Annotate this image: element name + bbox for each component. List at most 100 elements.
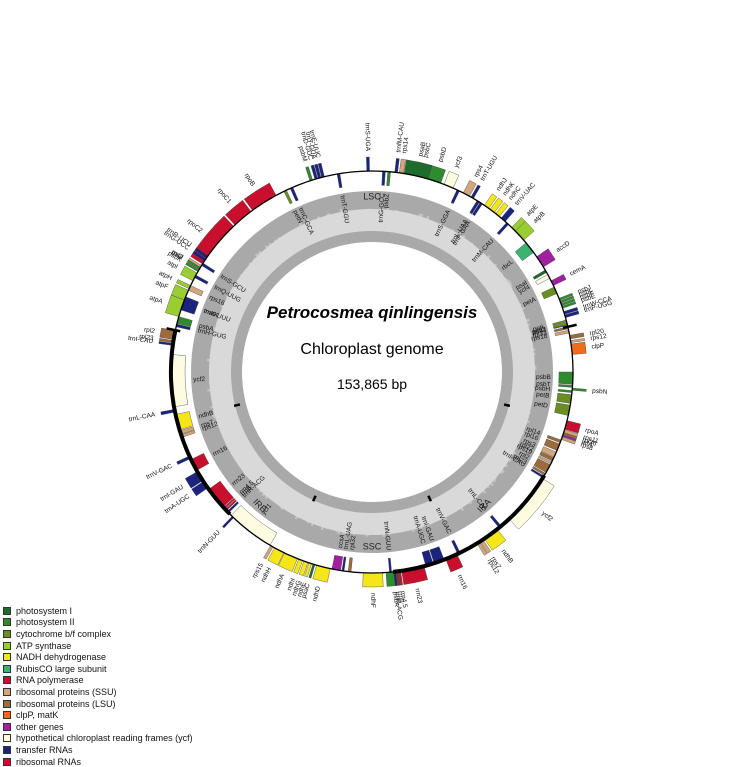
legend-swatch: [3, 722, 11, 731]
gene-block: [366, 156, 370, 172]
gene-label: trnS-UGA: [363, 123, 371, 152]
gene-block: [571, 387, 587, 392]
legend-item: RNA polymerase: [3, 675, 193, 687]
gene-label: rpl2: [518, 450, 531, 462]
genome-subtitle: Chloroplast genome: [300, 341, 444, 358]
gene-label: psaC: [301, 582, 312, 599]
legend-label: photosystem II: [16, 617, 75, 628]
gene-block: [388, 557, 392, 573]
gene-block: [450, 189, 460, 204]
gene-label: ndhF: [369, 593, 376, 608]
gene-label: ndhG: [291, 580, 303, 597]
gene-label: rps18: [531, 333, 549, 343]
legend-item: ribosomal proteins (SSU): [3, 686, 193, 698]
gene-label: ndhE: [296, 581, 308, 598]
gene-label: ndhB: [198, 410, 214, 421]
gene-label: trnfM-CAU: [395, 121, 406, 153]
gene-label: petD: [534, 400, 549, 410]
gene-block: [331, 555, 343, 571]
gene-block: [536, 248, 556, 268]
gene-block: [514, 242, 534, 262]
region-boundary-ticks: [166, 323, 577, 502]
gene-label: psbL: [578, 287, 594, 299]
gene-block: [508, 478, 555, 530]
gene-label: trnG-GCC: [378, 193, 387, 223]
gene-label: ycf2: [193, 376, 206, 384]
gene-label: rpl14: [525, 426, 541, 438]
gene-label: trnR-ACG: [393, 591, 403, 620]
legend-swatch: [3, 676, 11, 685]
gene-label: rpl23: [139, 333, 155, 342]
gene-label: trnL-CAA: [128, 411, 156, 423]
gene-label: rps14: [401, 136, 410, 153]
legend-item: other genes: [3, 721, 193, 733]
gene-label: rps12: [590, 333, 608, 342]
gene-label: ndhD: [312, 585, 323, 602]
legend-label: RNA polymerase: [16, 675, 84, 686]
legend-swatch: [3, 757, 11, 766]
gene-label: psbA: [391, 591, 400, 607]
region-label-lsc: LSC: [363, 191, 381, 201]
gene-label: psbA: [198, 323, 215, 334]
gene-label: cemA: [569, 264, 588, 278]
legend-swatch: [3, 699, 11, 708]
inner-fill-disc: [242, 242, 502, 502]
gene-label: clpP: [591, 342, 604, 350]
legend-item: ATP synthase: [3, 640, 193, 652]
gene-label: accD: [555, 240, 571, 254]
gene-label: infA: [580, 439, 593, 449]
gene-label: psaB: [417, 141, 427, 157]
gene-block: [194, 274, 209, 285]
legend-swatch: [3, 653, 11, 662]
legend-swatch: [3, 618, 11, 627]
gene-label: trnI-CAU: [128, 335, 154, 345]
legend-swatch: [3, 687, 11, 696]
gene-label: petB: [536, 391, 550, 400]
gene-label: psbC: [422, 142, 433, 159]
gene-block: [222, 516, 234, 529]
legend-label: ATP synthase: [16, 640, 72, 651]
gene-label: ccsA: [337, 533, 347, 549]
legend-label: cytochrome b/f complex: [16, 628, 112, 639]
gene-label: rpl32: [349, 535, 358, 551]
legend-label: NADH dehydrogenase: [16, 652, 107, 663]
gene-label: rpoB: [243, 172, 256, 187]
legend-label: ribosomal proteins (SSU): [16, 686, 117, 697]
gene-label: rrn16: [456, 574, 469, 591]
legend-label: RubisCO large subunit: [16, 663, 107, 674]
legend-label: transfer RNAs: [16, 744, 73, 755]
gene-label: rps8: [579, 442, 594, 453]
gene-label: rrn23: [413, 588, 423, 605]
gene-label: atpF: [154, 279, 169, 290]
legend-item: clpP, matK: [3, 709, 193, 721]
legend-item: photosystem I: [3, 605, 193, 617]
gene-label: psbD: [437, 146, 448, 163]
legend-item: hypothetical chloroplast reading frames …: [3, 733, 193, 745]
gene-block: [289, 186, 299, 202]
gene-label: trnN-GUU: [197, 529, 222, 555]
legend-label: clpP, matK: [16, 710, 59, 721]
legend-item: transfer RNAs: [3, 744, 193, 756]
gene-label: ndhI: [286, 577, 297, 591]
species-name: Petrocosmea qinlingensis: [266, 303, 478, 322]
gene-block: [201, 262, 216, 274]
gene-label: petG: [531, 326, 546, 336]
gene-label: trnN-GUU: [382, 521, 392, 551]
gene-label: trnT-GGU: [338, 195, 350, 224]
gene-label: psbT: [536, 380, 551, 388]
gene-block: [496, 222, 509, 236]
gene-label: psbM: [297, 145, 308, 162]
gene-label: rps11: [582, 434, 600, 445]
gene-block: [570, 338, 585, 343]
gene-block: [243, 182, 277, 211]
legend-swatch: [3, 664, 11, 673]
gene-label: rpl36: [581, 437, 597, 448]
gene-block: [394, 158, 400, 173]
gene-label: psaJ: [532, 326, 547, 336]
gene-block: [362, 572, 384, 588]
gene-label: rpl2: [143, 326, 155, 335]
gene-label: psbE: [580, 293, 597, 305]
gene-label: psbH: [535, 385, 551, 393]
